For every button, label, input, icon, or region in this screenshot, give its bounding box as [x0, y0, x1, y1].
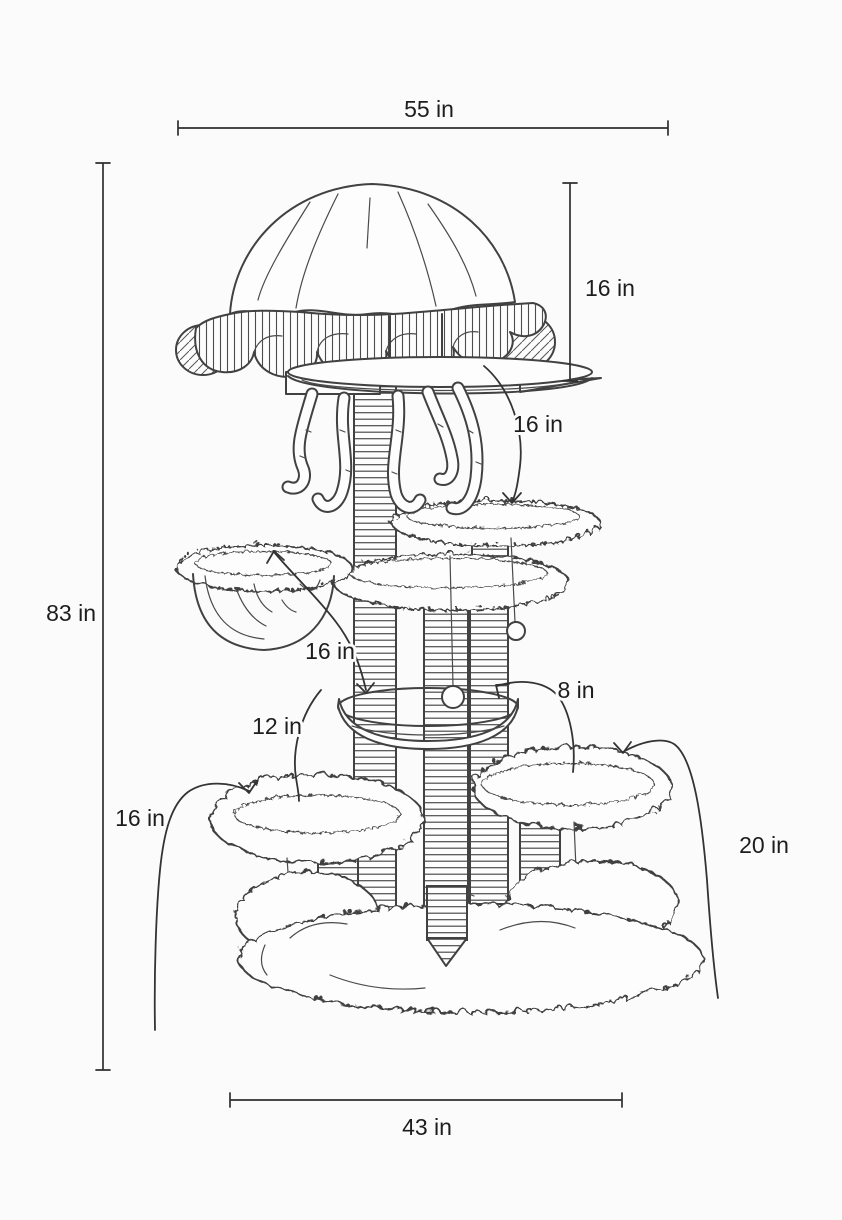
dim-left-platform-height-label: 16 in [115, 805, 165, 831]
fluffy-platform-mid-right [330, 551, 568, 609]
dim-right-platform-height-label: 20 in [739, 832, 789, 858]
jellyfish-tentacles [281, 381, 484, 516]
leader-mid-platform-drop: 12 in [249, 689, 322, 802]
hanging-ball-icon [441, 685, 465, 709]
dim-mid-platform-drop-label: 12 in [252, 713, 302, 739]
dim-cap-height-label: 16 in [585, 275, 635, 301]
fluffy-platform-lower-right [470, 743, 670, 827]
jellyfish-cap [175, 183, 556, 379]
base-cushion [232, 857, 701, 1011]
hanging-ball-icon [506, 621, 526, 641]
clear-bowl [192, 573, 335, 651]
cap-skirt [194, 302, 547, 379]
dim-total-width: 55 in [177, 93, 669, 136]
top-perch [285, 356, 602, 395]
dim-bowl-to-mid-platform-label: 16 in [305, 638, 355, 664]
leader-left-platform-height: 16 in [112, 780, 258, 1031]
dim-total-height-label: 83 in [46, 600, 96, 626]
wooden-platform [337, 687, 519, 750]
dim-cap-height: 16 in [562, 182, 638, 382]
leader-bowl-to-mid-platform: 16 in [266, 550, 375, 694]
dim-base-width-label: 43 in [402, 1114, 452, 1140]
scratching-post-center-foot [426, 885, 468, 967]
dim-cap-to-top-platform-label: 16 in [513, 411, 563, 437]
dim-right-platform-step-label: 8 in [557, 677, 594, 703]
cap-support-poles [389, 313, 443, 363]
fluffy-platform-lower-left [206, 771, 422, 861]
dim-total-width-label: 55 in [404, 96, 454, 122]
clear-bowl-platform [173, 542, 351, 651]
dim-total-height: 83 in [43, 162, 111, 1071]
dim-base-width: 43 in [229, 1092, 623, 1143]
leader-cap-to-top-platform: 16 in [483, 365, 566, 504]
leader-right-platform-height: 20 in [613, 739, 792, 999]
hanging-toys-upper [441, 537, 526, 709]
leader-right-platform-step: 8 in [495, 674, 598, 773]
